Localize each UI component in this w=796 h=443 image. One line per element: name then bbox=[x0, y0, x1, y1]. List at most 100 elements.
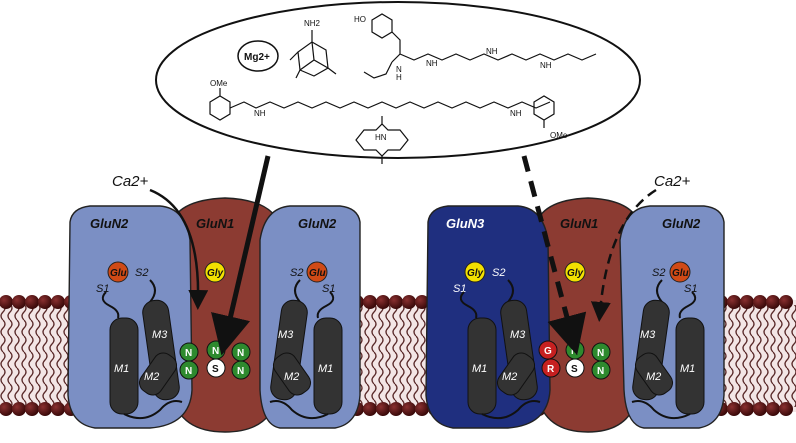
m1-label-right-a: M1 bbox=[472, 363, 487, 375]
nh-label-4: NH bbox=[486, 47, 498, 56]
lipid-head bbox=[415, 402, 429, 416]
linker-loop-left-a bbox=[101, 291, 120, 319]
nh2-label: NH2 bbox=[304, 19, 321, 28]
channel-blocker-panel: Mg2+ NH2 HO N H NH NH NH OMe NH NH bbox=[155, 1, 641, 164]
residue-s-right-label: S bbox=[571, 364, 578, 375]
lipid-head bbox=[415, 295, 429, 309]
residue-n-left-1-label: N bbox=[185, 348, 192, 359]
lipid-head bbox=[12, 295, 26, 309]
s1-label-left-a: S1 bbox=[96, 283, 109, 295]
gly-label-right-a: Gly bbox=[467, 268, 484, 279]
lipid-head bbox=[363, 402, 377, 416]
nh-label-5: NH bbox=[540, 61, 552, 70]
gly-ball-right-b bbox=[564, 261, 586, 283]
lipid-head bbox=[779, 295, 793, 309]
calcium-arrow-right bbox=[590, 188, 657, 322]
lipid-head bbox=[0, 295, 13, 309]
bottom-loop-left-a bbox=[123, 400, 183, 420]
lipid-head bbox=[38, 402, 52, 416]
lipid-head bbox=[727, 402, 741, 416]
lipid-head bbox=[740, 402, 754, 416]
nh-label-2: H bbox=[396, 73, 402, 82]
m3-label-right-a: M3 bbox=[510, 329, 526, 341]
blocker-arrows bbox=[211, 155, 587, 356]
calcium-arrow-left bbox=[149, 188, 209, 310]
hn-label: HN bbox=[375, 133, 387, 142]
residue-n-right-1-label: N bbox=[571, 346, 578, 357]
subunit-label-glun2-left: GluN2 bbox=[90, 216, 129, 231]
glu-label-right: Glu bbox=[672, 268, 689, 279]
residue-n-left-3-label: N bbox=[212, 346, 219, 357]
lipid-head bbox=[376, 402, 390, 416]
m2-label-left-a: M2 bbox=[144, 371, 159, 383]
m2-helix-right-a bbox=[496, 352, 536, 396]
glu-label-left-b: Glu bbox=[309, 268, 326, 279]
lipid-head bbox=[753, 295, 767, 309]
polyamine-toxin-structure: HO N H NH NH NH bbox=[354, 13, 597, 82]
s2-label-right-a: S2 bbox=[492, 267, 505, 279]
lipid-head bbox=[0, 402, 13, 416]
lipid-head bbox=[740, 295, 754, 309]
subunit-label-glun3-right: GluN3 bbox=[446, 216, 485, 231]
lipid-head bbox=[51, 295, 65, 309]
solid-block-arrow bbox=[211, 155, 271, 356]
linker-loop-left-d bbox=[316, 291, 335, 319]
subunit-label-glun2-right: GluN2 bbox=[298, 216, 337, 231]
m2-label-right-a: M2 bbox=[502, 371, 517, 383]
s2-label-left-a: S2 bbox=[135, 267, 148, 279]
residue-n-left-5 bbox=[231, 360, 251, 380]
nh-label-6: NH bbox=[254, 109, 266, 118]
residue-r-right-label: R bbox=[547, 364, 555, 375]
memantine-structure: NH2 bbox=[289, 19, 337, 79]
residue-r-right bbox=[541, 358, 561, 378]
lipid-head bbox=[402, 402, 416, 416]
calcium-arrows: Ca2+ Ca2+ bbox=[112, 173, 691, 322]
m2-helix-right-b bbox=[634, 352, 674, 396]
ome-label-right: OMe bbox=[550, 131, 568, 140]
mk801-structure: HN bbox=[355, 116, 409, 164]
lipid-head bbox=[25, 402, 39, 416]
residue-n-left-5-label: N bbox=[237, 366, 244, 377]
mg-ion-label: Mg2+ bbox=[244, 52, 270, 63]
lipid-head bbox=[779, 402, 793, 416]
s1-label-left-b: S1 bbox=[322, 283, 335, 295]
gly-label-right-b: Gly bbox=[567, 268, 584, 279]
dashed-block-arrow bbox=[521, 155, 587, 356]
lipid-head bbox=[766, 295, 780, 309]
lipid-head bbox=[766, 402, 780, 416]
m1-label-left-b: M1 bbox=[318, 363, 333, 375]
s2-label-right-b: S2 bbox=[652, 267, 665, 279]
lipid-head bbox=[753, 402, 767, 416]
m1-label-left-a: M1 bbox=[114, 363, 129, 375]
lipid-head bbox=[389, 402, 403, 416]
residue-s-right bbox=[565, 358, 585, 378]
lipid-head bbox=[51, 402, 65, 416]
bottom-loop-right-a bbox=[481, 400, 541, 420]
gly-ball-right-a bbox=[464, 261, 486, 283]
methoctramine-structure: OMe NH NH OMe bbox=[209, 79, 568, 140]
m2-helix-left-b bbox=[272, 352, 312, 396]
lipid-head bbox=[389, 295, 403, 309]
m1-label-right-b: M1 bbox=[680, 363, 695, 375]
nh-label-1: N bbox=[396, 65, 402, 74]
lipid-head bbox=[727, 295, 741, 309]
residue-g-right-label: G bbox=[544, 346, 552, 357]
linker-loop-right-d bbox=[678, 291, 697, 319]
lipid-head bbox=[12, 402, 26, 416]
m2-helix-left-a bbox=[138, 352, 178, 396]
m3-label-right-b: M3 bbox=[640, 329, 656, 341]
residue-n-right-3-label: N bbox=[597, 366, 604, 377]
m2-label-left-b: M2 bbox=[284, 371, 299, 383]
residue-n-right-3 bbox=[591, 360, 611, 380]
calcium-label-left: Ca2+ bbox=[112, 173, 149, 190]
linker-loop-right-a bbox=[459, 291, 478, 319]
ho-label: HO bbox=[354, 15, 366, 24]
left-receptor: GluN2 GluN1 GluN2 Glu Gly Glu S2 S1 S2 S… bbox=[67, 197, 361, 433]
lipid-head bbox=[38, 295, 52, 309]
calcium-label-right: Ca2+ bbox=[654, 173, 691, 190]
glu-ball-right bbox=[669, 261, 691, 283]
residue-s-left-label: S bbox=[212, 364, 219, 375]
gly-ball-left bbox=[204, 261, 226, 283]
nh-label-7: NH bbox=[510, 109, 522, 118]
